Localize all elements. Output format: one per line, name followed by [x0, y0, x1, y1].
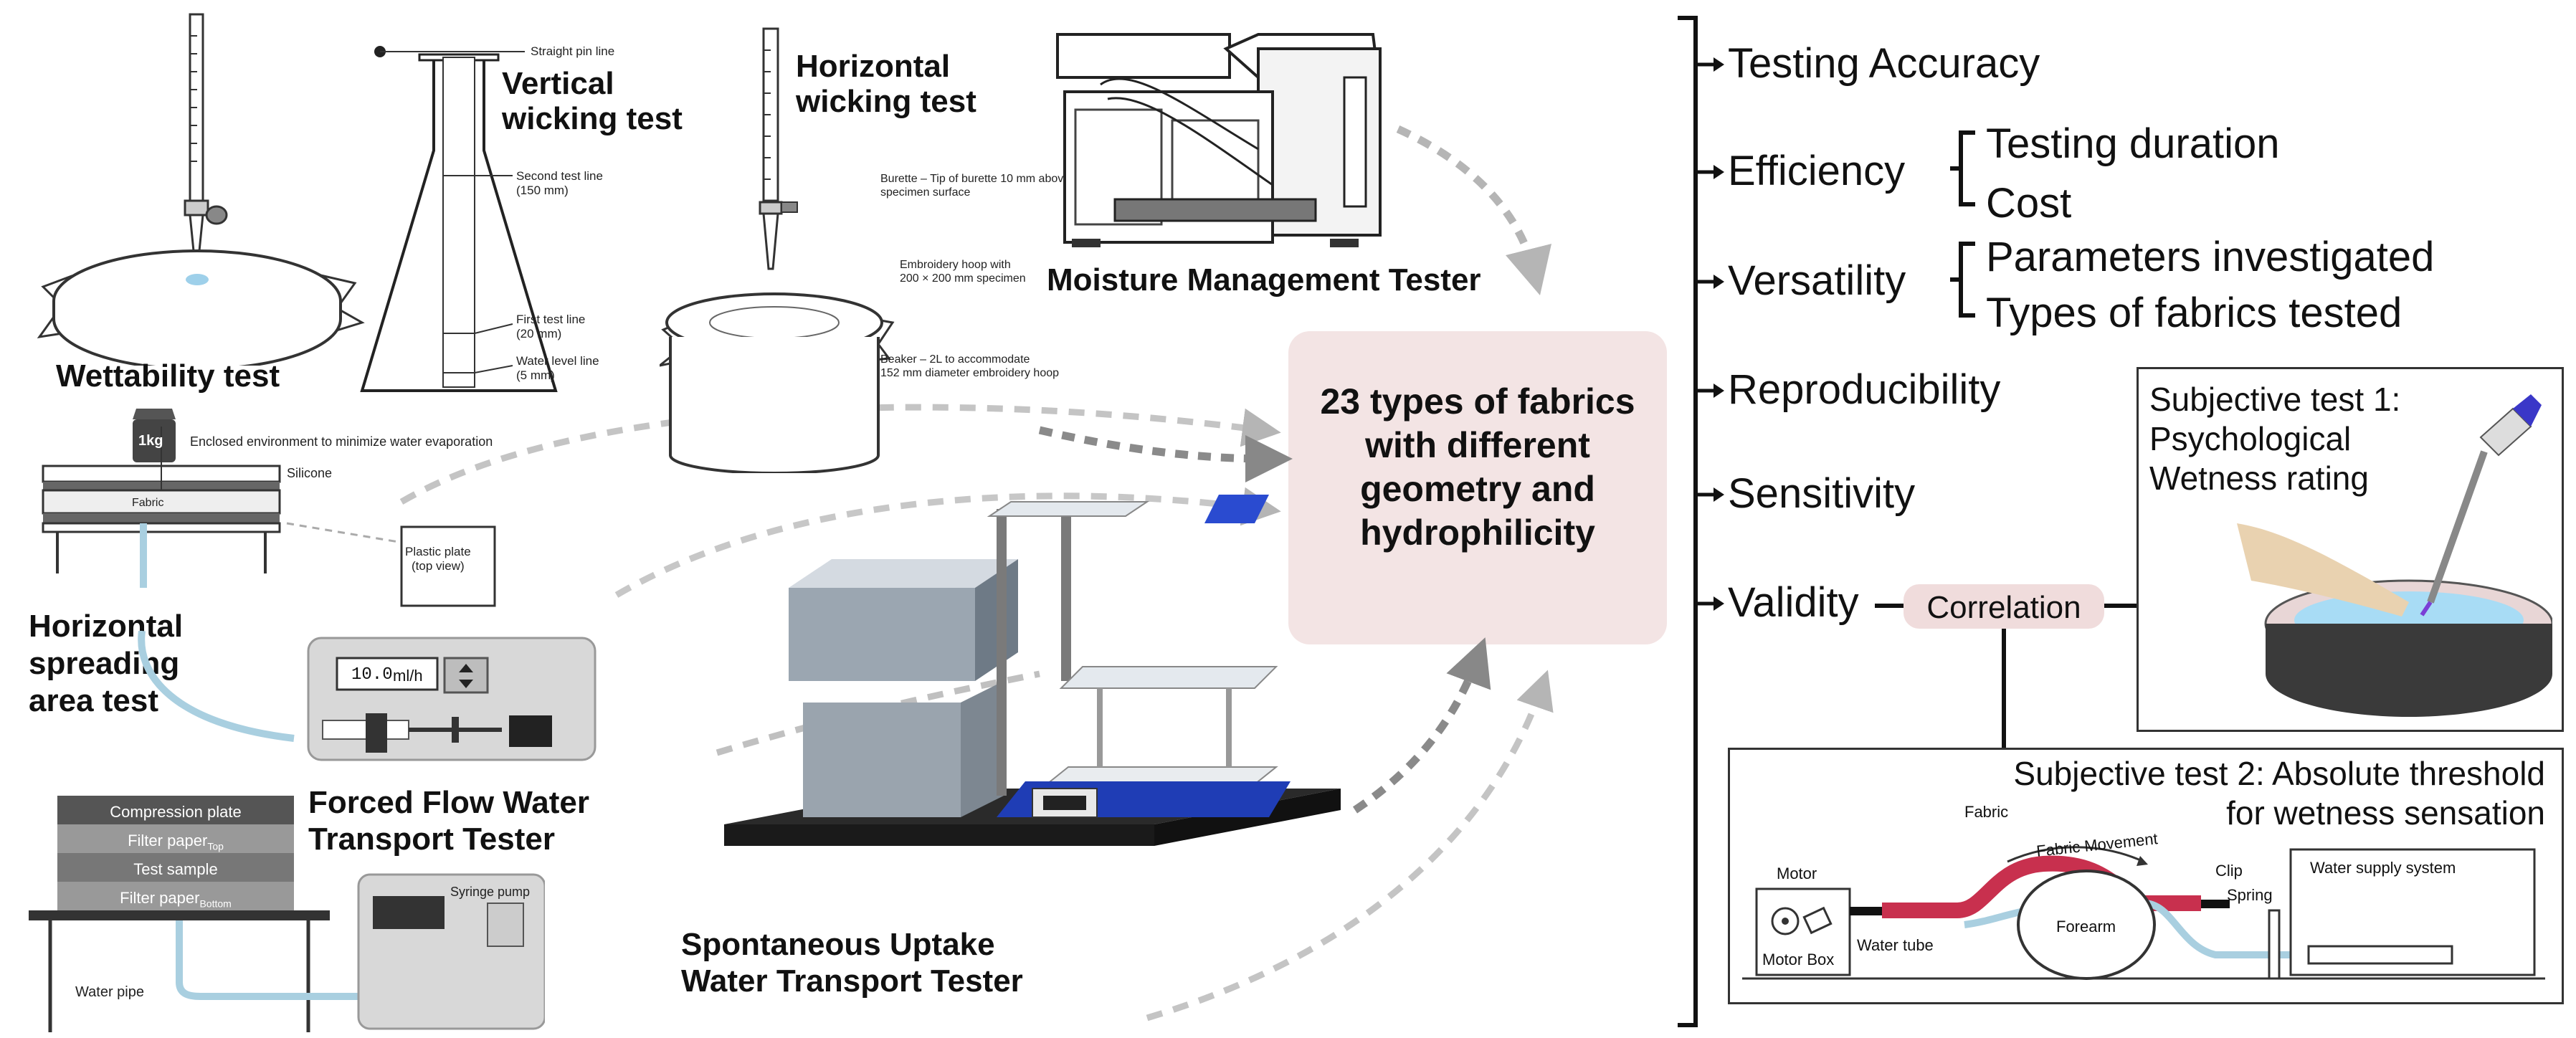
- uptake-fp-top-sub: Top: [207, 840, 224, 852]
- hwicking-beaker-label: Beaker – 2L to accommodate 152 mm diamet…: [880, 353, 1060, 380]
- wettability-title: Wettability test: [56, 358, 280, 394]
- criterion-accuracy: Testing Accuracy: [1728, 40, 2040, 87]
- vertical-drawing: [360, 46, 558, 392]
- spreading-fabric-label: Fabric: [132, 497, 164, 509]
- correlation-label: Correlation: [1926, 590, 2081, 625]
- criterion-efficiency: Efficiency: [1728, 148, 1906, 194]
- spreading-weight-label: 1kg: [138, 433, 163, 449]
- spreading-enclosed-label: Enclosed environment to minimize water e…: [190, 434, 493, 449]
- s2-motor-label: Motor: [1777, 865, 1817, 882]
- criterion-validity: Validity: [1728, 579, 1859, 626]
- uptake-sample-label: Test sample: [133, 860, 218, 878]
- s2-forearm-label: Forearm: [2056, 918, 2116, 935]
- vertical-water-label: Water level line (5 mm): [516, 354, 599, 383]
- correlation-connectors: [1875, 604, 2137, 753]
- criterion-sensitivity: Sensitivity: [1728, 470, 1916, 517]
- spontaneous-title: Spontaneous Uptake Water Transport Teste…: [681, 927, 1023, 999]
- mmt-drawing: [1056, 33, 1382, 247]
- uptake-fp-bottom-text: Filter paper: [120, 889, 200, 907]
- uptake-pipe-label: Water pipe: [75, 984, 144, 1000]
- arrow-bottom: [1146, 670, 1554, 1022]
- criterion-reproducibility: Reproducibility: [1728, 366, 2001, 413]
- hwicking-drawing: [660, 27, 895, 473]
- subjective1-drawing: [2237, 394, 2552, 717]
- subjective2-drawing: [1742, 846, 2545, 980]
- forced-flow-title: Forced Flow Water Transport Tester: [308, 785, 589, 857]
- hwicking-burette-label: Burette – Tip of burette 10 mm above spe…: [880, 173, 1070, 199]
- criterion-versatility: Versatility: [1728, 257, 1906, 304]
- arrow-spreading: [614, 487, 1281, 598]
- efficiency-sub-2: Cost: [1986, 180, 2072, 227]
- uptake-apparatus: [724, 495, 1341, 846]
- uptake-stack: [29, 796, 545, 1032]
- correlation-box: [1904, 584, 2104, 629]
- center-label: 23 types of fabrics with different geome…: [1320, 381, 1635, 553]
- efficiency-sub-1: Testing duration: [1986, 120, 2280, 167]
- s2-fabric-label: Fabric: [1964, 803, 2009, 821]
- versatility-sub-1: Parameters investigated: [1986, 234, 2435, 280]
- s2-water-supply-label: Water supply system: [2310, 859, 2456, 877]
- s2-spring-label: Spring: [2227, 886, 2273, 904]
- mmt-title: Moisture Management Tester: [1047, 262, 1481, 297]
- hwicking-title: Horizontal wicking test: [796, 49, 976, 120]
- versatility-sub-2: Types of fabrics tested: [1986, 290, 2402, 336]
- uptake-fp-bottom-label: Filter paperBottom: [57, 889, 294, 909]
- forced-flow-pump: [138, 631, 597, 761]
- arrow-mmt: [1396, 125, 1551, 296]
- uptake-fp-top-label: Filter paperTop: [57, 832, 294, 852]
- spreading-plate-label: Plastic plate (top view): [405, 545, 471, 573]
- uptake-compression-label: Compression plate: [110, 803, 242, 821]
- uptake-pump-label: Syringe pump: [450, 885, 531, 899]
- s2-motorbox-label: Motor Box: [1762, 951, 1835, 968]
- forced-flow-unit: ml/h: [393, 667, 423, 685]
- spreading-silicone-label: Silicone: [287, 466, 333, 480]
- spreading-drawing: [42, 409, 496, 607]
- arrow-uptake: [1352, 637, 1491, 814]
- s2-watertube-label: Water tube: [1857, 936, 1934, 954]
- vertical-second-label: Second test line (150 mm): [516, 169, 603, 198]
- vertical-title: Vertical wicking test: [502, 66, 683, 137]
- criteria-bracket: [1678, 16, 1724, 1027]
- s2-clip-label: Clip: [2215, 862, 2243, 880]
- vertical-pin-label: Straight pin line: [531, 44, 615, 58]
- sub-brackets: [1950, 130, 1975, 318]
- center-box: [1288, 331, 1667, 644]
- subjective1-title: Subjective test 1: Psychological Wetness…: [2149, 381, 2401, 497]
- forced-flow-value: 10.0: [351, 665, 393, 685]
- arrow-horizontal-wicking: [1038, 426, 1293, 482]
- uptake-fp-bottom-sub: Bottom: [199, 897, 232, 910]
- wettability-drawing: [37, 13, 365, 366]
- hwicking-hoop-label: Embroidery hoop with 200 × 200 mm specim…: [900, 259, 1026, 285]
- vertical-first-label: First test line (20 mm): [516, 313, 586, 341]
- subjective2-title: Subjective test 2: Absolute threshold fo…: [2013, 755, 2545, 832]
- uptake-fp-top-text: Filter paper: [128, 832, 208, 849]
